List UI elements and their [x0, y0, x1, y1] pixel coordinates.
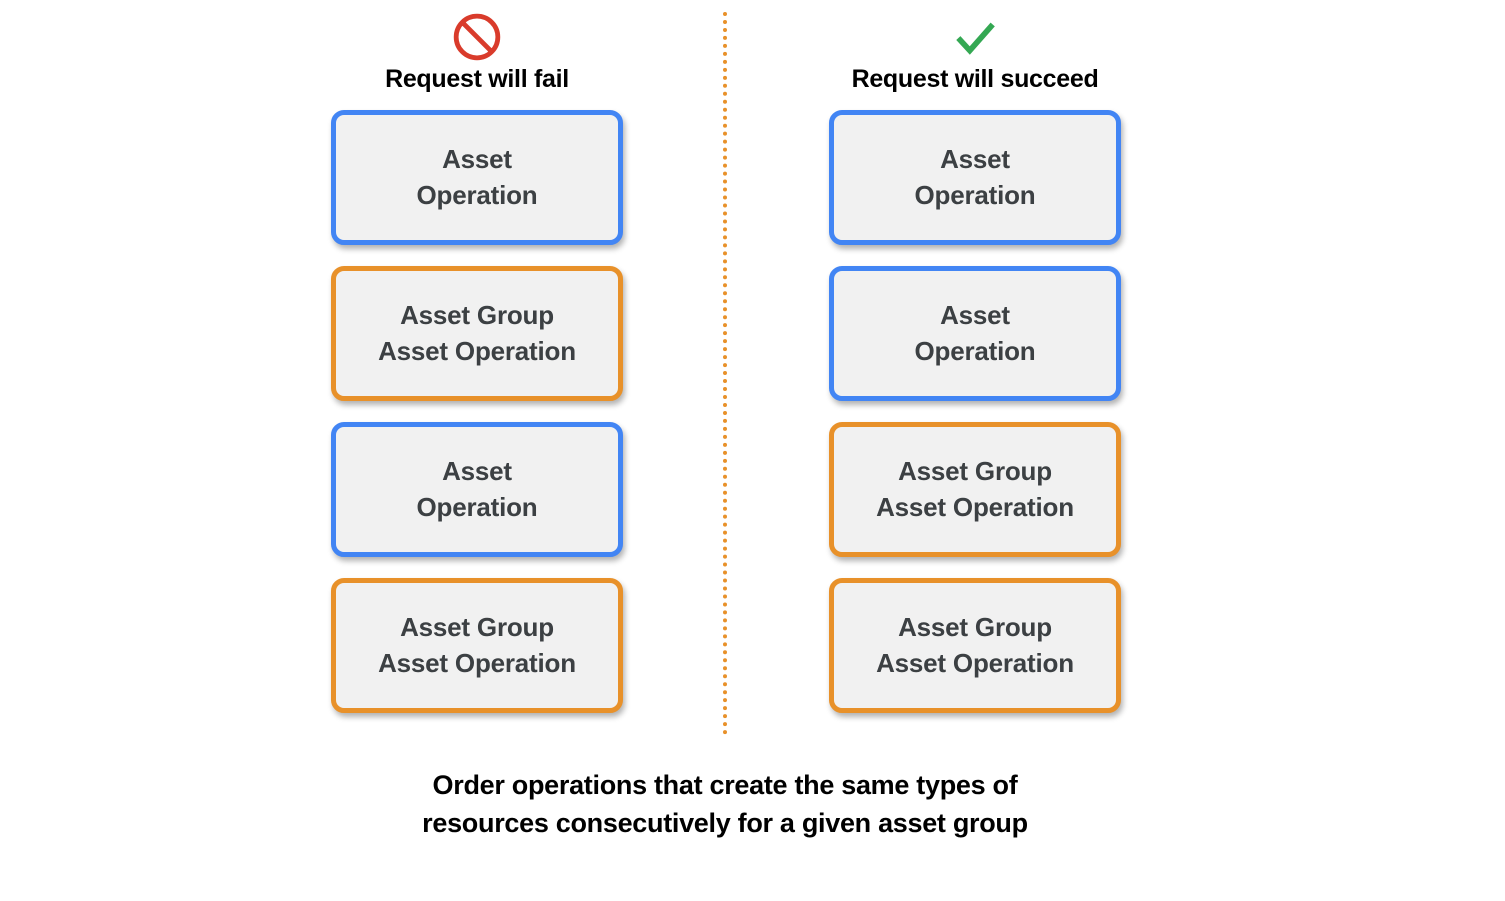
card-stack-fail: Asset Operation Asset Group Asset Operat… [331, 110, 623, 713]
card-label: Asset Group Asset Operation [876, 611, 1074, 678]
diagram-caption: Order operations that create the same ty… [422, 770, 1028, 839]
column-label-fail: Request will fail [385, 65, 569, 93]
prohibited-icon [453, 13, 501, 61]
card-label: Asset Operation [416, 455, 538, 522]
column-label-succeed: Request will succeed [851, 65, 1099, 93]
card-asset-group-asset-operation[interactable]: Asset Group Asset Operation [331, 578, 623, 713]
column-header-fail: Request will fail [271, 12, 683, 94]
card-label: Asset Operation [416, 143, 538, 210]
card-asset-group-asset-operation[interactable]: Asset Group Asset Operation [829, 422, 1121, 557]
card-asset-operation[interactable]: Asset Operation [829, 266, 1121, 401]
card-asset-operation[interactable]: Asset Operation [829, 110, 1121, 245]
card-label: Asset Group Asset Operation [378, 299, 576, 366]
card-label: Asset Operation [914, 143, 1036, 210]
vertical-dotted-divider [723, 12, 727, 735]
checkmark-icon [956, 22, 995, 55]
card-asset-operation[interactable]: Asset Operation [331, 110, 623, 245]
card-label: Asset Group Asset Operation [378, 611, 576, 678]
card-asset-operation[interactable]: Asset Operation [331, 422, 623, 557]
card-stack-succeed: Asset Operation Asset Operation Asset Gr… [829, 110, 1121, 713]
column-header-succeed: Request will succeed [769, 12, 1181, 94]
card-asset-group-asset-operation[interactable]: Asset Group Asset Operation [331, 266, 623, 401]
card-asset-group-asset-operation[interactable]: Asset Group Asset Operation [829, 578, 1121, 713]
card-label: Asset Group Asset Operation [876, 455, 1074, 522]
card-label: Asset Operation [914, 299, 1036, 366]
